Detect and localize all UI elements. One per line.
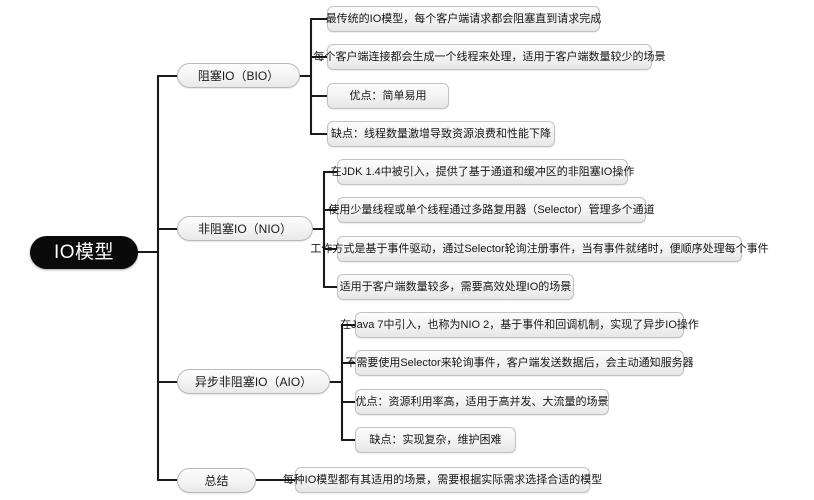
leaf-node-aio-2[interactable]: 不需要使用Selector来轮询事件，客户端发送数据后，会主动通知服务器 (345, 350, 694, 376)
leaf-node-summary-1[interactable]: 每种IO模型都有其适用的场景，需要根据实际需求选择合适的模型 (283, 467, 602, 493)
leaf-node-bio-4[interactable]: 缺点：线程数量激增导致资源浪费和性能下降 (327, 121, 555, 147)
leaf-node-nio-2-label: 使用少量线程或单个线程通过多路复用器（Selector）管理多个通道 (328, 203, 655, 216)
leaf-node-nio-3[interactable]: 工作方式是基于事件驱动，通过Selector轮询注册事件，当有事件就绪时，便顺序… (310, 236, 769, 262)
branch-node-nio[interactable]: 非阻塞IO（NIO） (177, 216, 313, 241)
leaf-node-nio-4-label: 适用于客户端数量较多，需要高效处理IO的场景 (339, 280, 572, 293)
root-node-io-model[interactable]: IO模型 (30, 236, 138, 269)
leaf-node-bio-3[interactable]: 优点：简单易用 (327, 83, 449, 109)
leaf-node-summary-1-label: 每种IO模型都有其适用的场景，需要根据实际需求选择合适的模型 (282, 473, 603, 486)
branch-node-aio[interactable]: 异步非阻塞IO（AIO） (177, 369, 330, 394)
branch-node-nio-label: 非阻塞IO（NIO） (197, 221, 292, 236)
branch-node-bio-label: 阻塞IO（BIO） (197, 68, 280, 83)
leaf-node-nio-1-label: 在JDK 1.4中被引入，提供了基于通道和缓冲区的非阻塞IO操作 (330, 165, 635, 178)
leaf-node-bio-2-label: 每个客户端连接都会生成一个线程来处理，适用于客户端数量较少的场景 (313, 50, 666, 63)
leaf-node-aio-1-label: 在Java 7中引入，也称为NIO 2，基于事件和回调机制，实现了异步IO操作 (340, 318, 699, 331)
leaf-node-nio-3-label: 工作方式是基于事件驱动，通过Selector轮询注册事件，当有事件就绪时，便顺序… (310, 242, 769, 255)
leaf-node-bio-4-label: 缺点：线程数量激增导致资源浪费和性能下降 (331, 127, 551, 140)
branch-node-bio[interactable]: 阻塞IO（BIO） (177, 63, 300, 88)
leaf-node-aio-3-label: 优点：资源利用率高，适用于高并发、大流量的场景 (355, 395, 609, 408)
branch-node-summary-label: 总结 (204, 473, 229, 488)
leaf-node-aio-2-label: 不需要使用Selector来轮询事件，客户端发送数据后，会主动通知服务器 (345, 356, 694, 369)
branch-node-summary[interactable]: 总结 (177, 468, 256, 493)
leaf-node-bio-1[interactable]: 最传统的IO模型，每个客户端请求都会阻塞直到请求完成 (325, 6, 602, 32)
leaf-node-nio-2[interactable]: 使用少量线程或单个线程通过多路复用器（Selector）管理多个通道 (328, 197, 655, 223)
leaf-node-nio-4[interactable]: 适用于客户端数量较多，需要高效处理IO的场景 (337, 274, 574, 300)
leaf-node-aio-4[interactable]: 缺点：实现复杂，维护困难 (355, 427, 516, 453)
root-node-label: IO模型 (53, 242, 115, 263)
leaf-node-aio-1[interactable]: 在Java 7中引入，也称为NIO 2，基于事件和回调机制，实现了异步IO操作 (340, 312, 699, 338)
leaf-node-aio-3[interactable]: 优点：资源利用率高，适用于高并发、大流量的场景 (355, 389, 609, 415)
leaf-node-nio-1[interactable]: 在JDK 1.4中被引入，提供了基于通道和缓冲区的非阻塞IO操作 (331, 159, 634, 185)
branch-node-aio-label: 异步非阻塞IO（AIO） (194, 374, 313, 389)
leaf-node-aio-4-label: 缺点：实现复杂，维护困难 (369, 433, 502, 446)
leaf-node-bio-3-label: 优点：简单易用 (349, 89, 427, 102)
leaf-node-bio-1-label: 最传统的IO模型，每个客户端请求都会阻塞直到请求完成 (325, 12, 602, 25)
leaf-node-bio-2[interactable]: 每个客户端连接都会生成一个线程来处理，适用于客户端数量较少的场景 (314, 44, 666, 70)
